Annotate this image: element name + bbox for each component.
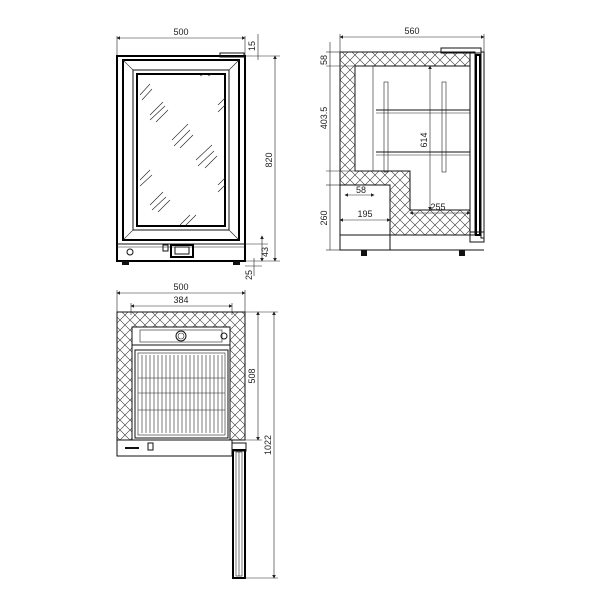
thermostat-knob-icon [175,330,187,342]
side-compressor-depth-label: 195 [357,209,372,219]
glass-reflection-marks [139,73,226,226]
front-hinge-label: 15 [247,41,257,51]
top-door-open-depth-label: 1022 [263,435,273,455]
side-step-label: 58 [356,185,366,195]
top-width-label: 500 [173,282,188,292]
front-base-label: 43 [260,247,270,257]
side-view: 560 [319,26,485,256]
top-inner-width-label: 384 [173,295,188,305]
foot-right [233,261,240,265]
door-profile [469,51,485,243]
side-inner-step-label: 255 [430,202,445,212]
glass-panel [136,73,226,227]
front-view: 500 15 [116,27,280,280]
side-upper-section-label: 403.5 [319,107,329,130]
insulation-section [339,51,471,236]
open-door [231,442,247,579]
wire-shelf [134,349,229,439]
top-hinge [219,52,245,58]
shelf-wires [138,355,225,433]
front-width-label: 500 [173,27,188,37]
front-feet-label: 25 [244,270,254,280]
side-compressor-height-label: 260 [319,210,329,225]
side-top-insulation-label: 58 [319,55,329,65]
control-panel-display [170,244,194,258]
foot-left [122,261,129,265]
power-switch-icon [126,248,134,256]
top-view: 500 384 [116,282,278,579]
shelf-rails [376,81,470,173]
side-inner-height-label: 614 [419,132,429,147]
front-cabinet [116,55,246,262]
side-depth-label: 560 [404,26,419,36]
top-inner-depth-label: 508 [247,368,257,383]
front-height-label: 820 [264,152,274,167]
lock-icon [162,244,169,252]
